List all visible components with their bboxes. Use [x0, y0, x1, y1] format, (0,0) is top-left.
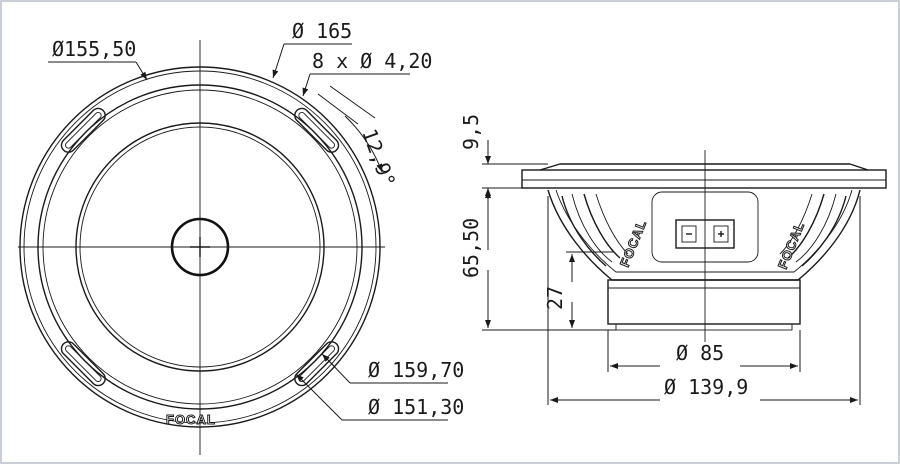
side-brand-left: FOCAL: [617, 217, 650, 269]
side-basket: [547, 189, 861, 281]
inner-diameter-label: Ø 151,30: [368, 395, 464, 419]
mounting-depth-label: 65,50: [459, 218, 483, 278]
side-brand-right: FOCAL: [775, 219, 808, 271]
front-dimension-callouts: Ø155,50 Ø 165 8 x Ø 4,20 12,9° Ø 159,70 …: [48, 19, 464, 421]
side-dimension-callouts: 9,5 65,50 27 Ø 85 Ø 139,9: [459, 114, 861, 405]
mount-tab-bottom-right: [294, 341, 340, 387]
mid-diameter-label: Ø 159,70: [368, 358, 464, 382]
mount-tab-bottom-left: [60, 341, 106, 387]
mount-holes-label: 8 x Ø 4,20: [312, 49, 432, 73]
magnet: [607, 279, 801, 325]
basket-diameter-label: Ø 139,9: [664, 375, 748, 399]
front-brand-logo: FOCAL: [166, 412, 216, 427]
outer-frame-diameter-label: Ø155,50: [52, 37, 136, 61]
flange-thickness-label: 9,5: [459, 114, 483, 150]
cutout-diameter-label: Ø 165: [292, 19, 352, 43]
side-flange: [521, 169, 887, 189]
front-view: FOCAL: [18, 40, 385, 455]
mount-tab-top-left: [60, 107, 106, 153]
magnet-back-plate: [615, 323, 793, 331]
mount-tab-top-right: [294, 107, 340, 153]
hole-angle-label: 12,9°: [357, 126, 400, 191]
side-view: FOCAL FOCAL: [521, 150, 887, 342]
magnet-diameter-label: Ø 85: [676, 341, 724, 365]
magnet-height-label: 27: [543, 286, 567, 310]
